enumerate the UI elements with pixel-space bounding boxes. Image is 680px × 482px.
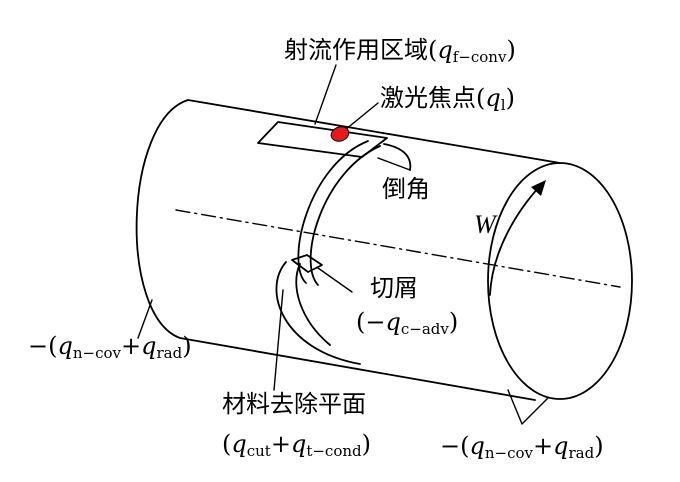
- label-right-loss: −(qn−cov+qrad): [440, 432, 604, 462]
- center-axis: [175, 209, 621, 288]
- chamfer-leader: [377, 157, 411, 171]
- label-removal-heat: (qcut+qt−cond): [222, 430, 371, 460]
- chamfer-ring-front: [383, 143, 412, 171]
- left-loss-leader: [137, 299, 153, 339]
- removal-plane-edge: [275, 261, 361, 365]
- label-removal-plane: 材料去除平面: [222, 390, 366, 418]
- chip-leader: [317, 267, 353, 293]
- label-laser-focus: 激光焦点(ql): [380, 84, 515, 114]
- removal-plane-inner: [295, 263, 331, 346]
- cylinder-right-end: [487, 162, 633, 400]
- label-chip: 切屑: [370, 274, 418, 302]
- label-rotation: W: [474, 210, 496, 239]
- chamfer-ring-inner: [309, 145, 381, 286]
- jet-zone-leader: [314, 64, 337, 125]
- label-jet-zone: 射流作用区域(qf−conv): [284, 36, 516, 66]
- rotation-arrow-head: [531, 180, 546, 196]
- removal-plane-leader: [273, 289, 284, 391]
- right-loss-leader: [507, 389, 549, 425]
- chip: [291, 254, 323, 273]
- chamfer-ring-outer: [297, 140, 369, 284]
- label-left-loss: −(qn−cov+qrad): [28, 332, 192, 362]
- rotation-arrow: [489, 185, 541, 296]
- cylinder-bottom-edge: [179, 337, 536, 401]
- cylinder-top-edge: [187, 99, 561, 164]
- laser-focus-leader: [344, 102, 379, 131]
- label-chamfer: 倒角: [382, 175, 430, 203]
- label-chip-heat: (−qc−adv): [356, 308, 459, 338]
- cylinder-left-end: [135, 99, 189, 339]
- laser-focus-spot: [330, 126, 350, 142]
